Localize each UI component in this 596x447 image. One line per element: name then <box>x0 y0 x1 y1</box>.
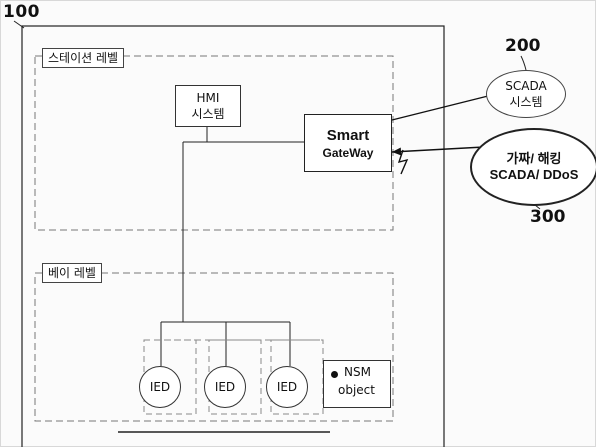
attack-source-node: 가짜/ 해킹 SCADA/ DDoS <box>470 128 596 206</box>
attack-ref-number: 300 <box>530 207 566 227</box>
station-level-area <box>34 55 394 231</box>
scada-link-arrow <box>382 92 497 127</box>
hmi-subtitle: 시스템 <box>191 107 225 121</box>
system-boundary <box>21 25 445 447</box>
smart-gateway-box: Smart GateWay <box>304 114 392 172</box>
ied-node: IED <box>204 366 246 408</box>
scada-ref-number: 200 <box>505 36 541 56</box>
hmi-title: HMI <box>196 91 220 105</box>
ied-node: IED <box>266 366 308 408</box>
bay-level-area <box>34 272 394 422</box>
attack-subtitle: SCADA/ DDoS <box>489 167 579 182</box>
nsm-legend-subtitle: object <box>338 383 375 397</box>
ied-node: IED <box>139 366 181 408</box>
nsm-legend-title: NSM <box>344 365 371 379</box>
system-ref-leader <box>13 20 25 29</box>
scada-ref-leader <box>520 55 527 71</box>
scada-title: SCADA <box>505 79 547 93</box>
nsm-legend: NSM object <box>323 360 391 408</box>
gateway-subtitle: GateWay <box>322 145 374 160</box>
system-ref-number: 100 <box>3 2 40 22</box>
lightning-icon <box>397 149 409 175</box>
scada-subtitle: 시스템 <box>509 95 543 109</box>
attack-arrow <box>391 146 485 156</box>
nsm-dot-icon <box>331 371 338 378</box>
bay-level-label: 베이 레벨 <box>42 263 102 283</box>
gateway-title: Smart <box>326 126 370 144</box>
attack-title: 가짜/ 해킹 <box>506 151 562 166</box>
hmi-system-box: HMI 시스템 <box>175 85 241 127</box>
scada-system-node: SCADA 시스템 <box>486 70 566 118</box>
station-level-label: 스테이션 레벨 <box>42 48 125 68</box>
